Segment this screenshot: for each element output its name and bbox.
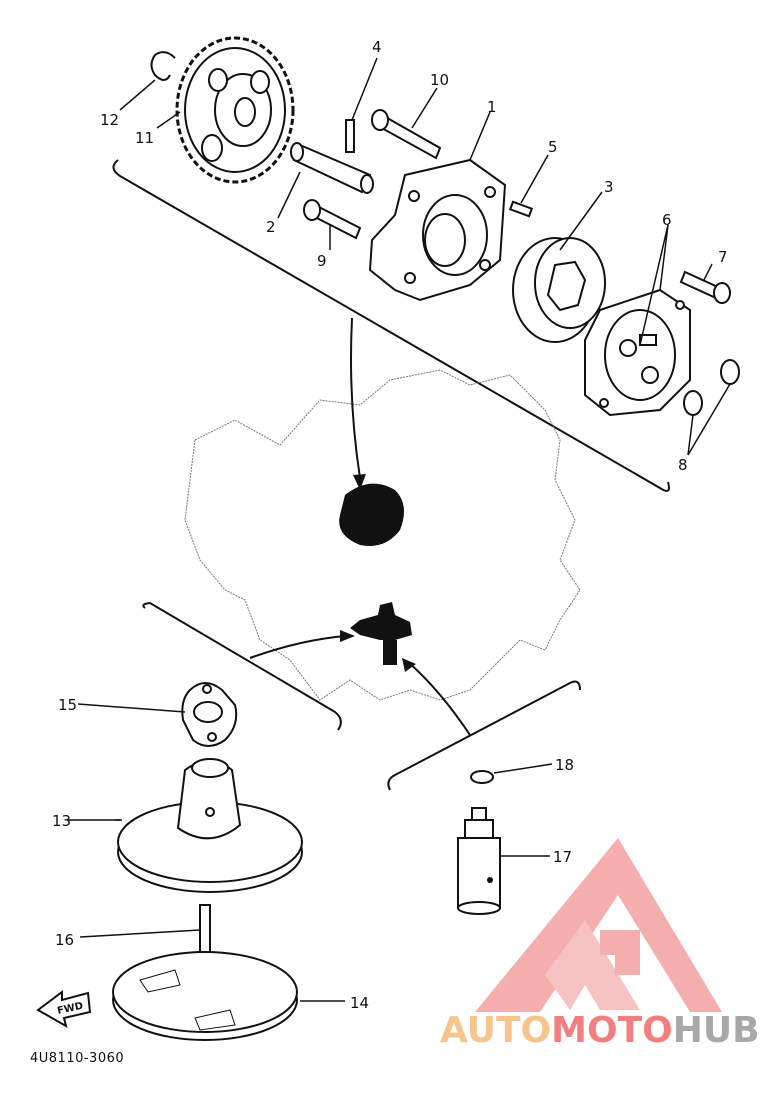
lower-left-boundary [142,601,342,731]
part-number-5: 5 [548,138,558,156]
drive-gear-icon [175,36,295,184]
o-ring-icon [720,359,740,385]
part-number-12: 12 [100,111,119,129]
part-number-7: 7 [718,248,728,266]
part-number-11: 11 [135,129,154,147]
strainer-screen-icon [112,951,298,1041]
part-number-3: 3 [604,178,614,196]
part-number-6: 6 [662,211,672,229]
part-number-4: 4 [372,38,382,56]
leader-lines [68,57,731,1002]
strainer-housing-icon [117,758,303,893]
circlip-icon [150,51,176,81]
pump-cover-icon [584,288,691,417]
diagram-code: 4U8110-3060 [30,1051,124,1066]
arrow-to-drain [407,661,471,736]
part-number-10: 10 [430,71,449,89]
part-number-16: 16 [55,931,74,949]
watermark-moto: MOTO [551,1010,673,1051]
screw-7-icon [679,270,731,304]
upper-group-boundary [112,159,670,492]
dowel-pin-icon [345,119,355,153]
watermark-hub: HUB [673,1010,760,1051]
drain-fitting-icon [457,807,501,915]
watermark-logo-icon [475,838,722,1012]
watermark-text: AUTOMOTOHUB [440,1010,760,1051]
o-ring-icon [683,390,703,416]
engine-outline [184,369,581,701]
part-number-2: 2 [266,218,276,236]
part-number-17: 17 [553,848,572,866]
gasket-icon [181,682,238,747]
part-number-1: 1 [487,98,497,116]
small-pin-icon [508,200,534,218]
lower-right-boundary [387,680,581,791]
part-number-18: 18 [555,756,574,774]
part-number-8: 8 [678,456,688,474]
part-number-13: 13 [52,812,71,830]
drain-o-ring-icon [470,770,494,784]
bolt-10-icon [371,109,442,160]
bolt-9-icon [303,199,362,240]
rotor-icon [512,237,606,343]
fwd-label: FWD [56,1001,84,1017]
part-number-15: 15 [58,696,77,714]
arrow-to-pump [350,317,361,479]
strainer-mount-icon [350,602,412,665]
pump-body-icon [368,158,507,302]
fwd-arrow-icon: FWD [36,990,92,1029]
pump-shaft-icon [290,142,374,194]
part-number-14: 14 [350,994,369,1012]
arrow-to-strainer [249,635,346,659]
part-number-9: 9 [317,252,327,270]
watermark-auto: AUTO [440,1010,551,1051]
oil-pump-mount-icon [339,483,404,546]
